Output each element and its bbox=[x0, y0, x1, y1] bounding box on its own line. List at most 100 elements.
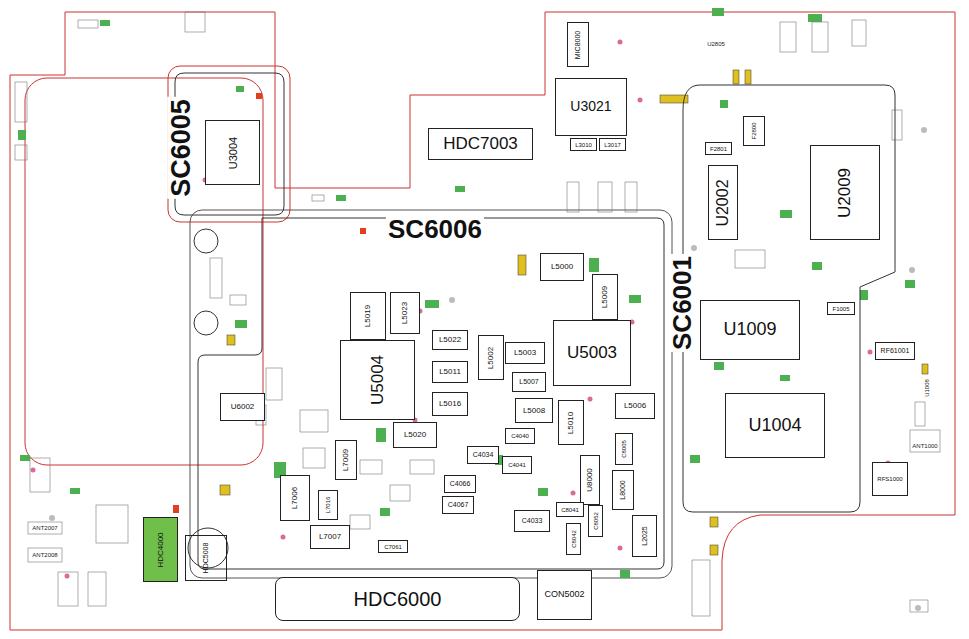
component-box: L5011 bbox=[432, 361, 468, 383]
shield-outline bbox=[168, 66, 290, 222]
part-label: L5022 bbox=[439, 336, 461, 345]
grey-dots bbox=[49, 127, 927, 611]
shield-can: SC6006L5019L5023L5022L5011L5016U5004L500… bbox=[195, 215, 667, 572]
part-label: L5023 bbox=[401, 302, 410, 324]
part-label: U5003 bbox=[567, 344, 617, 363]
component-box: F1005 bbox=[827, 302, 855, 315]
part-label: U3021 bbox=[570, 99, 611, 114]
part-label: U2009 bbox=[836, 167, 855, 217]
component-box: U2002 bbox=[708, 165, 738, 240]
part-label: ANT2008 bbox=[32, 552, 57, 559]
shield-label: SC6006 bbox=[386, 215, 484, 244]
part-label: C4066 bbox=[450, 480, 471, 488]
part-label: HDC7003 bbox=[443, 135, 518, 154]
part-label: L7016 bbox=[325, 497, 332, 514]
component-box: U1009 bbox=[700, 300, 800, 360]
part-label: F1005 bbox=[832, 305, 849, 312]
part-label: HDC5008 bbox=[202, 543, 210, 574]
component-box: U5003 bbox=[553, 320, 631, 386]
pad-circle bbox=[194, 311, 218, 335]
part-label: HDC6000 bbox=[354, 588, 442, 610]
part-label: C8042 bbox=[570, 530, 577, 548]
part-label: U2805 bbox=[707, 41, 725, 48]
shield-label: SC6005 bbox=[167, 97, 197, 199]
component-box: L2025 bbox=[632, 515, 657, 557]
component-box: F2801 bbox=[705, 142, 732, 155]
part-label: C4033 bbox=[522, 517, 543, 525]
component-box: C4033 bbox=[514, 510, 550, 532]
part-label: L5002 bbox=[487, 346, 496, 368]
part-label: L5010 bbox=[567, 411, 576, 433]
component-box: C4067 bbox=[442, 496, 474, 514]
component-box: U6002 bbox=[220, 393, 265, 421]
part-label: L5000 bbox=[551, 263, 573, 272]
part-label: U3004 bbox=[226, 136, 238, 168]
shield-label: SC6001 bbox=[668, 254, 697, 352]
component-box: U5004 bbox=[340, 340, 415, 420]
part-label: F2800 bbox=[751, 122, 758, 139]
component-box: C8005 bbox=[615, 433, 633, 465]
component-box: L7007 bbox=[310, 525, 350, 549]
component-box: C8042 bbox=[566, 523, 581, 555]
part-label: L7006 bbox=[291, 487, 300, 509]
part-label: RFS1000 bbox=[877, 476, 902, 483]
component-box: L5023 bbox=[390, 292, 420, 334]
part-label: U8000 bbox=[586, 468, 595, 492]
component-box: L5020 bbox=[393, 422, 437, 448]
component-box: RFS1000 bbox=[872, 462, 908, 496]
pink-dots bbox=[31, 40, 891, 610]
component-box: MIC8000 bbox=[567, 22, 589, 67]
part-label: C7061 bbox=[384, 543, 402, 550]
part-label: C4034 bbox=[473, 451, 494, 459]
component-box: U3021 bbox=[555, 78, 627, 136]
shield-can: SC6005U3004 bbox=[172, 70, 287, 218]
component-box: C4041 bbox=[502, 456, 532, 474]
component-box: L5000 bbox=[540, 253, 584, 281]
component-box: L5010 bbox=[558, 400, 584, 445]
part-label: L7009 bbox=[342, 449, 351, 471]
part-label: L5016 bbox=[439, 400, 461, 409]
component-box: HDC7003 bbox=[428, 128, 533, 160]
part-label: C4041 bbox=[508, 462, 526, 469]
component-box: CON5002 bbox=[537, 570, 592, 620]
part-label: L8000 bbox=[619, 480, 627, 499]
part-label: L5019 bbox=[364, 305, 373, 327]
component-box: L7016 bbox=[318, 490, 338, 520]
part-label: C8041 bbox=[561, 506, 579, 513]
component-box: L5022 bbox=[432, 330, 468, 350]
part-label: L3010 bbox=[575, 141, 592, 148]
part-label: L5011 bbox=[439, 368, 461, 377]
part-label: L5008 bbox=[523, 406, 545, 415]
part-label: HDC4000 bbox=[156, 532, 165, 567]
component-box: L5003 bbox=[505, 342, 545, 364]
part-label: U6002 bbox=[231, 403, 255, 412]
part-label: F2801 bbox=[710, 145, 727, 152]
component-box: C7061 bbox=[378, 540, 408, 553]
shield-frame bbox=[190, 210, 672, 578]
component-box: F2800 bbox=[743, 116, 765, 146]
part-label: U2002 bbox=[714, 179, 732, 226]
component-box: L5016 bbox=[432, 392, 468, 416]
part-label: L3017 bbox=[604, 141, 621, 148]
component-box: C8041 bbox=[556, 502, 584, 517]
part-label: C8005 bbox=[621, 440, 628, 458]
part-label: ANT2007 bbox=[32, 525, 57, 532]
part-label: RF61001 bbox=[881, 347, 910, 355]
part-label: L5020 bbox=[404, 431, 426, 440]
part-label: C8052 bbox=[592, 512, 599, 530]
component-box: L7006 bbox=[280, 475, 310, 521]
component-box: L7009 bbox=[335, 440, 357, 480]
part-label: C4040 bbox=[511, 433, 529, 440]
component-box: C4066 bbox=[444, 475, 476, 493]
part-label: L5009 bbox=[601, 286, 610, 308]
component-box: L5009 bbox=[592, 274, 618, 320]
component-box: L3010 bbox=[570, 138, 597, 151]
part-label: U1004 bbox=[748, 416, 801, 436]
component-box: HDC5008 bbox=[185, 535, 227, 581]
shield-can: SC6001 F2801 F2800U2002 U2009U1009 F1005U100… bbox=[670, 82, 905, 517]
component-box: U1004 bbox=[725, 393, 825, 458]
component-box: L3017 bbox=[599, 138, 626, 151]
component-box: C4034 bbox=[467, 446, 499, 464]
part-label: U1008 bbox=[924, 379, 931, 397]
part-label: U5004 bbox=[368, 355, 387, 405]
